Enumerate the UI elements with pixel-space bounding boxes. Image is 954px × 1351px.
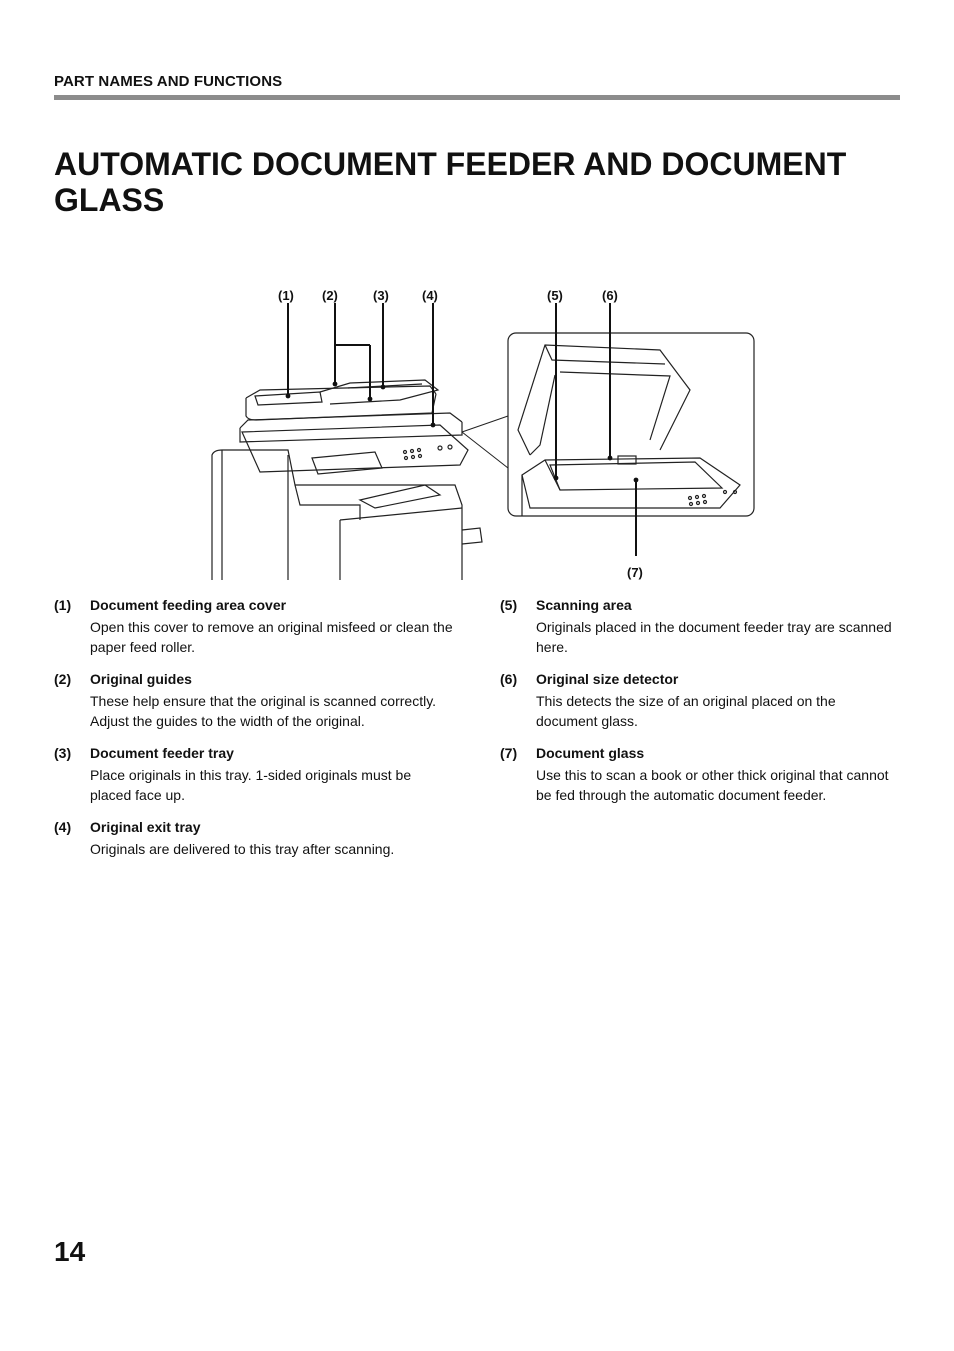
part-item: (1) Document feeding area cover Open this… — [54, 596, 454, 657]
part-description: This detects the size of an original pla… — [536, 693, 836, 729]
part-item: (5) Scanning area Originals placed in the… — [500, 596, 900, 657]
callout-5: (5) — [547, 288, 563, 303]
part-name: Scanning area — [536, 597, 632, 613]
part-item: (2) Original guides These help ensure tha… — [54, 670, 454, 731]
part-item: (7) Document glass Use this to scan a boo… — [500, 744, 900, 805]
part-number: (3) — [54, 745, 72, 761]
callout-1: (1) — [278, 288, 294, 303]
parts-list-left: (1) Document feeding area cover Open this… — [54, 596, 454, 873]
part-number: (4) — [54, 819, 72, 835]
part-name: Document feeding area cover — [90, 597, 287, 613]
callout-3: (3) — [373, 288, 389, 303]
part-item: (4) Original exit tray Originals are deli… — [54, 818, 454, 860]
part-description: These help ensure that the original is s… — [90, 693, 437, 729]
part-description: Originals are delivered to this tray aft… — [90, 841, 395, 857]
part-name: Original exit tray — [90, 819, 201, 835]
header-rule — [54, 95, 900, 100]
part-description: Place originals in this tray. 1-sided or… — [90, 767, 412, 803]
part-name: Original size detector — [536, 671, 679, 687]
callout-2: (2) — [322, 288, 338, 303]
part-number: (7) — [500, 745, 518, 761]
callout-7: (7) — [627, 565, 643, 580]
page-number: 14 — [54, 1236, 86, 1267]
parts-list-right: (5) Scanning area Originals placed in the… — [500, 596, 900, 818]
part-number: (2) — [54, 671, 72, 687]
part-name: Original guides — [90, 671, 192, 687]
part-description: Originals placed in the document feeder … — [536, 619, 892, 655]
part-item: (3) Document feeder tray Place originals … — [54, 744, 454, 805]
part-description: Use this to scan a book or other thick o… — [536, 767, 889, 803]
part-number: (1) — [54, 597, 72, 613]
part-name: Document feeder tray — [90, 745, 234, 761]
copier-drawing — [211, 303, 755, 580]
callout-6: (6) — [602, 288, 618, 303]
part-name: Document glass — [536, 745, 645, 761]
part-item: (6) Original size detector This detects t… — [500, 670, 900, 731]
page-title: AUTOMATIC DOCUMENT FEEDER AND DOCUMENT G… — [54, 146, 847, 218]
copier-illustration: (1) (2) (3) (4) (5) (6) (7) — [200, 280, 780, 590]
part-number: (5) — [500, 597, 518, 613]
part-number: (6) — [500, 671, 518, 687]
part-description: Open this cover to remove an original mi… — [90, 619, 453, 655]
callout-4: (4) — [422, 288, 438, 303]
section-header: PART NAMES AND FUNCTIONS — [54, 73, 283, 90]
